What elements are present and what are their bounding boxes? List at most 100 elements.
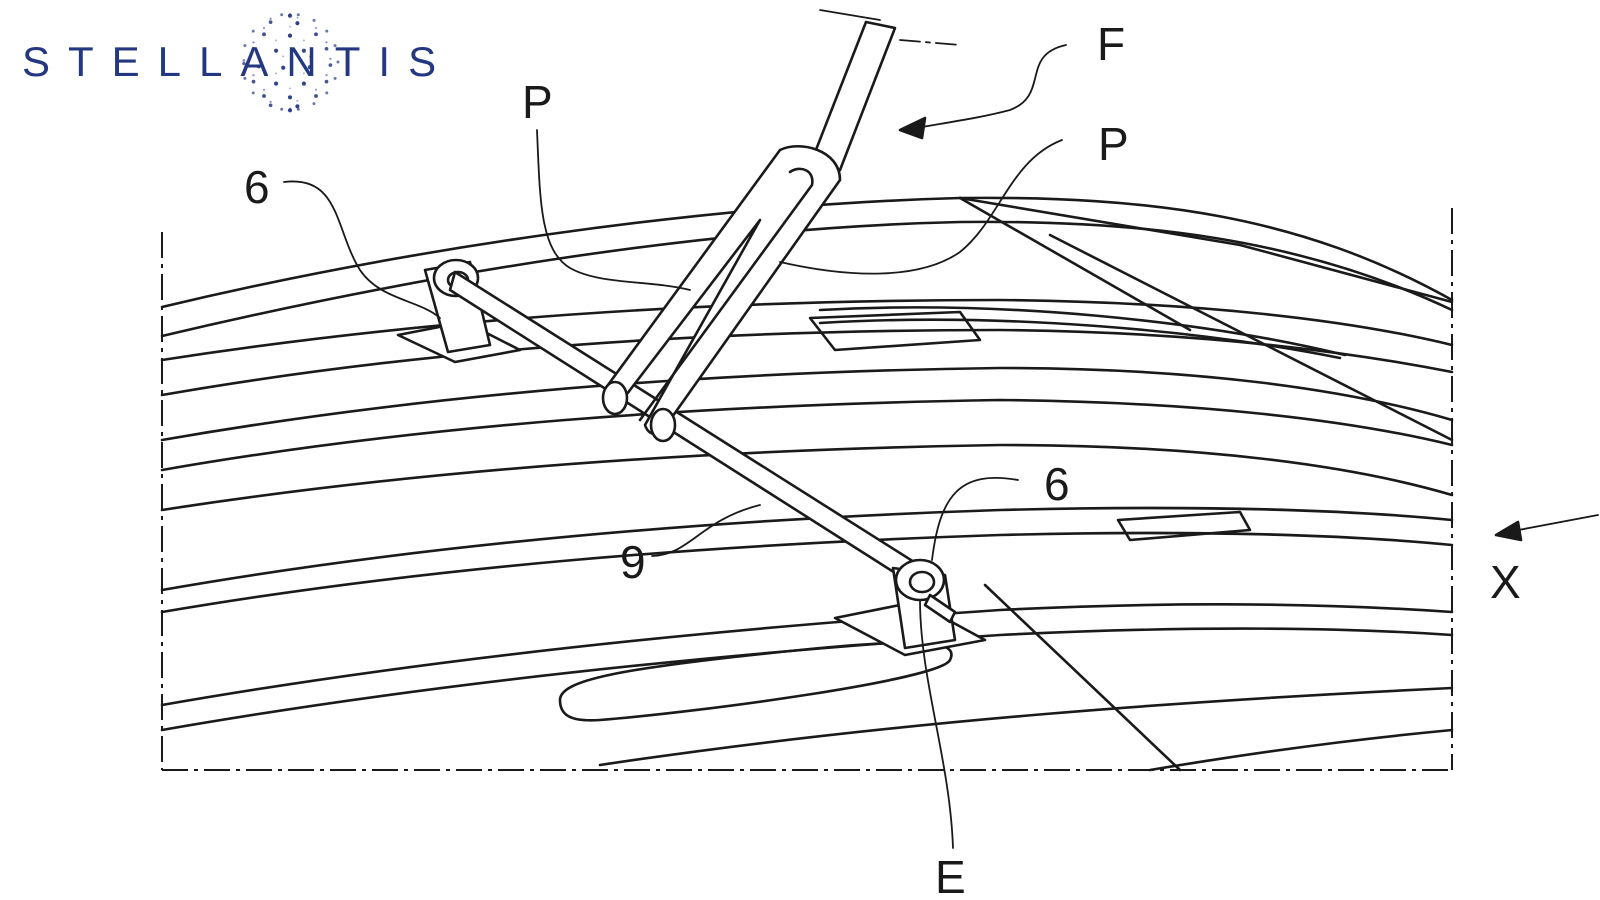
emblem-dot (296, 99, 299, 102)
rail-block-mid (808, 310, 982, 352)
rail-row-6 (598, 686, 1454, 767)
pivot-pin (923, 593, 957, 624)
wiper-line (818, 306, 1347, 357)
emblem-dot (287, 108, 293, 113)
tool-handle (810, 20, 897, 172)
emblem-dot (333, 44, 337, 48)
arrow-x-head (1494, 520, 1523, 542)
emblem-dot (314, 88, 318, 91)
emblem-dot (280, 13, 284, 17)
rail-row-4b (160, 531, 1454, 614)
emblem-dot (296, 16, 299, 19)
emblem-dot (307, 65, 312, 70)
stellantis-logo: STELLANTIS (22, 12, 454, 113)
mount-right (833, 558, 987, 657)
emblem-dot (243, 44, 247, 48)
label-f: F (1097, 18, 1125, 70)
rail-row-2b (160, 398, 1454, 472)
emblem-dot (314, 32, 318, 37)
fork-inner-slot (638, 167, 814, 422)
reference-labels: F P P 6 6 9 E X (244, 18, 1521, 900)
emblem-dot (301, 81, 306, 86)
label-p-left: P (522, 76, 553, 128)
label-9: 9 (620, 536, 646, 588)
emblem-dot (289, 12, 291, 15)
emblem-dot (251, 79, 256, 84)
leader-p-right (779, 139, 1063, 275)
leader-6-right (931, 476, 1019, 561)
leader-9 (651, 504, 761, 557)
emblem-dot (269, 100, 272, 104)
logo-wordmark: STELLANTIS (22, 38, 454, 85)
emblem-dot (325, 29, 329, 33)
emblem-dot (325, 74, 328, 77)
prong-left-eye (601, 380, 629, 416)
emblem-dot (252, 74, 255, 77)
roof-panel-seam-a (958, 196, 1192, 332)
rail-row-1a (160, 298, 1454, 362)
rail-row-5a (160, 603, 1454, 707)
label-6-right: 6 (1044, 458, 1070, 510)
emblem-dot (287, 13, 293, 18)
emblem-dot (324, 46, 329, 51)
emblem-dot (281, 65, 286, 70)
emblem-dot (287, 95, 293, 100)
emblem-dot (252, 41, 255, 44)
emblem-dot (312, 102, 316, 106)
arrow-f-shaft (904, 44, 1067, 131)
emblem-dot (257, 56, 260, 59)
rail-row-7 (1148, 728, 1454, 772)
emblem-dot (251, 91, 255, 95)
rail-row-3 (160, 443, 1454, 512)
emblem-dot (262, 32, 266, 37)
emblem-dot (242, 61, 246, 66)
logo-dot-emblem (242, 12, 340, 113)
mount-right-eye (894, 558, 946, 602)
rail-row-5b (160, 627, 1454, 732)
frame-boundary (161, 208, 1453, 771)
prong-right-eye (649, 407, 677, 443)
leader-6-left (283, 180, 441, 319)
emblem-dot (262, 94, 266, 98)
emblem-dot (296, 13, 300, 17)
emblem-dot (325, 41, 328, 44)
emblem-dot (302, 39, 305, 42)
roof-top-inner (160, 220, 1454, 338)
handle-axis-line (899, 39, 961, 46)
arrow-f-head (898, 116, 927, 140)
emblem-dot (275, 72, 278, 75)
label-p-right: P (1098, 118, 1129, 170)
label-x: X (1490, 556, 1521, 608)
emblem-dot (312, 18, 316, 22)
emblem-dot (289, 87, 291, 90)
emblem-dot (308, 55, 311, 58)
emblem-dot (333, 76, 337, 80)
emblem-dot (269, 17, 272, 20)
emblem-dot (274, 48, 279, 53)
leader-lines (283, 44, 1599, 849)
emblem-dot (295, 104, 300, 109)
rail-block-right (1116, 510, 1252, 542)
emblem-dot (328, 63, 333, 67)
rail-row-2a (160, 366, 1454, 442)
emblem-dot (251, 29, 255, 33)
emblem-dot (289, 25, 291, 28)
emblem-dot (280, 107, 284, 111)
emblem-dot (274, 81, 279, 86)
emblem-dot (301, 48, 306, 53)
roof-recess (558, 641, 953, 722)
vehicle-roof (160, 196, 1454, 772)
emblem-dot (262, 88, 266, 91)
emblem-dot (296, 107, 300, 111)
emblem-dot (242, 59, 246, 62)
door-seam (983, 583, 1182, 772)
emblem-dot (282, 55, 285, 58)
emblem-dot (336, 60, 340, 64)
emblem-dot (268, 20, 273, 24)
emblem-dot (329, 57, 332, 61)
emblem-dot (289, 107, 291, 110)
emblem-dot (243, 76, 247, 80)
emblem-dot (268, 103, 273, 108)
leader-p-left (536, 129, 691, 291)
